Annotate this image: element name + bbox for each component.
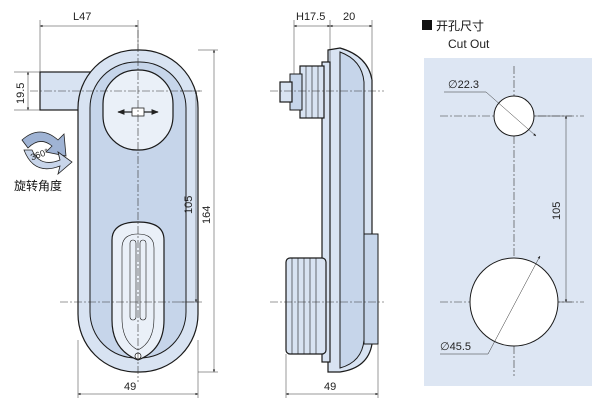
dim-side-top-a: H17.5 [296,11,325,23]
cutout-view: 开孔尺寸 Cut Out ∅22.3 ∅45.5 105 [422,19,592,386]
dim-cutout-small: ∅22.3 [448,79,479,91]
dim-cutout-spacing: 105 [551,202,563,220]
rotation-label: 旋转角度 [14,178,62,193]
dim-front-inner-height: 105 [183,196,195,214]
dim-side-bottom: 49 [324,381,336,393]
dim-front-left: 19.5 [15,83,27,104]
cutout-title: 开孔尺寸 [436,19,484,33]
cutout-subtitle: Cut Out [448,37,490,51]
cutout-title-square [422,20,432,30]
rotation-icon: 360° [21,131,73,176]
dim-front-total-height: 164 [201,206,213,224]
side-top-knob [279,65,325,119]
side-bottom-knob [285,233,379,355]
dim-front-bottom: 49 [124,381,136,393]
side-view: H17.5 20 49 [270,11,384,398]
cutout-large-hole [469,257,559,347]
cutout-small-hole [493,95,535,137]
front-grip [111,221,165,361]
dim-front-top: L47 [73,11,91,23]
dim-side-top-b: 20 [343,11,355,23]
dim-cutout-large: ∅45.5 [440,341,471,353]
front-view: L47 19.5 105 164 49 360° 旋转角度 [14,11,218,398]
